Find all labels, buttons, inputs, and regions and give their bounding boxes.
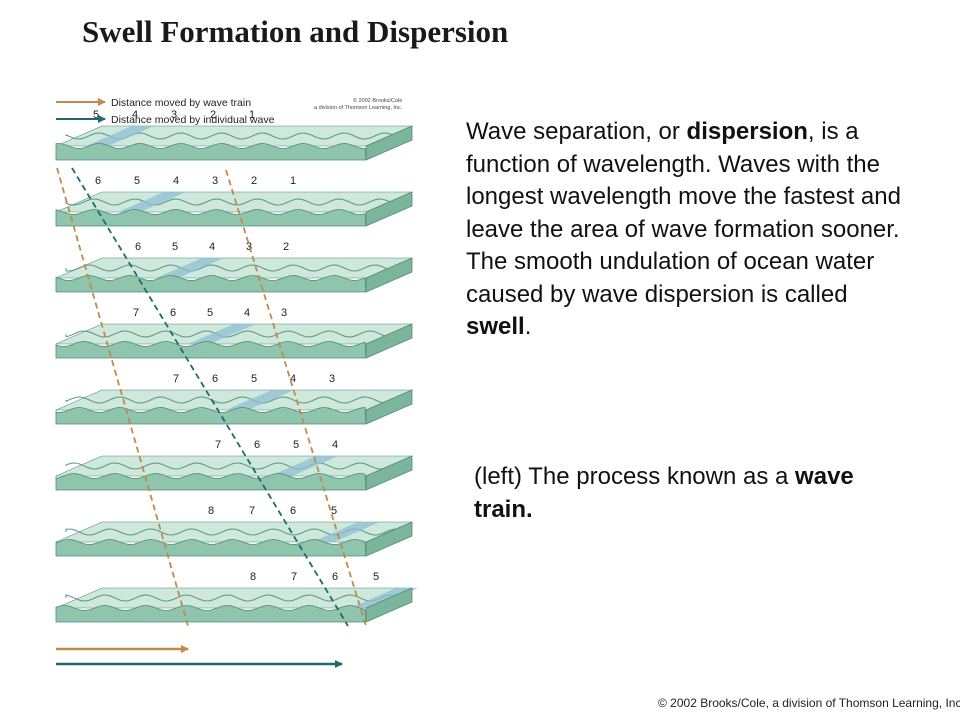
slab-side xyxy=(365,191,413,227)
highlighted-wave xyxy=(86,126,154,146)
highlighted-wave xyxy=(312,522,380,542)
wave-number-label: 7 xyxy=(249,505,255,517)
paths-layer xyxy=(56,167,367,627)
wave-surface xyxy=(65,198,402,206)
wave-number-label: 6 xyxy=(212,373,218,385)
wave-number-label: 4 xyxy=(173,175,179,187)
slab-front xyxy=(55,605,367,623)
wave-number-label: 1 xyxy=(249,109,255,121)
wave-train-diagram: Distance moved by wave train Distance mo… xyxy=(55,97,418,668)
wave-number-label: 7 xyxy=(173,373,179,385)
slide-title: Swell Formation and Dispersion xyxy=(82,14,509,49)
wave-number-label: 7 xyxy=(291,571,297,583)
wave-number-label: 5 xyxy=(373,571,379,583)
panel-1: 5 4 3 2 1 xyxy=(55,109,413,161)
paragraph-text: . xyxy=(524,313,532,340)
wave-number-label: 4 xyxy=(209,241,215,253)
slab-top xyxy=(55,191,413,213)
highlighted-wave xyxy=(270,456,338,476)
slab-top xyxy=(55,257,413,279)
panel-4: 7 6 5 4 3 xyxy=(55,307,413,359)
wave-surface xyxy=(65,462,402,470)
caption-text: (left) The process known as a xyxy=(474,463,796,490)
wave-number-label: 5 xyxy=(207,307,213,319)
legend-individual-label: Distance moved by individual wave xyxy=(111,114,275,126)
highlighted-wave xyxy=(156,258,224,278)
footer-copyright: © 2002 Brooks/Cole, a division of Thomso… xyxy=(658,696,960,710)
term-dispersion: dispersion xyxy=(686,118,808,145)
dispersion-paragraph: Wave separation, or dispersion, is a fun… xyxy=(466,116,916,344)
slab-front xyxy=(55,275,367,293)
wave-surface xyxy=(65,264,403,272)
wave-number-label: 6 xyxy=(332,571,338,583)
slab-front xyxy=(55,209,367,227)
wave-surface xyxy=(65,396,403,404)
wave-number-label: 6 xyxy=(290,505,296,517)
highlighted-wave xyxy=(226,390,294,410)
slab-side xyxy=(365,257,413,293)
term-wave-train: wave train. xyxy=(474,463,854,523)
slab-side xyxy=(365,455,413,491)
wave-number-label: 5 xyxy=(293,439,299,451)
wave-number-label: 3 xyxy=(171,109,177,121)
wave-number-label: 4 xyxy=(244,307,250,319)
wave-number-label: 3 xyxy=(281,307,287,319)
slab-front xyxy=(55,539,367,557)
term-swell: swell xyxy=(466,313,525,340)
paragraph-text: Wave separation, or xyxy=(466,118,687,145)
panel-7: 8 7 6 5 xyxy=(55,505,413,557)
slab-side xyxy=(365,521,413,557)
wave-number-label: 8 xyxy=(250,571,256,583)
wave-number-label: 2 xyxy=(251,175,257,187)
wave-number-label: 7 xyxy=(133,307,139,319)
slab-front xyxy=(55,407,367,425)
wave-surface xyxy=(65,330,403,338)
diagram-credit-line-1: © 2002 Brooks/Cole xyxy=(353,97,402,104)
wave-number-label: 3 xyxy=(212,175,218,187)
caption-paragraph: (left) The process known as a wave train… xyxy=(474,461,914,526)
panel-6: 7 6 5 4 xyxy=(55,439,413,491)
wave-number-label: 1 xyxy=(290,175,296,187)
panel-8: 8 7 6 5 xyxy=(55,571,418,623)
wave-number-label: 4 xyxy=(290,373,296,385)
individual-dashed-path xyxy=(71,167,349,627)
panels-layer: 54321654321654327654376543765487658765 xyxy=(55,109,418,623)
wave-number-label: 6 xyxy=(170,307,176,319)
slab-front xyxy=(55,341,367,359)
legend-train-label: Distance moved by wave train xyxy=(111,97,251,109)
highlighted-wave xyxy=(188,324,256,344)
wave-number-label: 5 xyxy=(331,505,337,517)
wave-number-label: 2 xyxy=(283,241,289,253)
wave-number-label: 6 xyxy=(254,439,260,451)
slab-top xyxy=(55,455,413,477)
legend: Distance moved by wave train Distance mo… xyxy=(56,97,275,126)
panel-2: 6 5 4 3 2 1 xyxy=(55,175,413,227)
paragraph-text: , is a function of wavelength. Waves wit… xyxy=(466,118,901,308)
diagram-credit-line-2: a division of Thomson Learning, Inc. xyxy=(314,105,403,111)
wave-number-label: 5 xyxy=(93,109,99,121)
slab-front xyxy=(55,473,367,491)
wave-number-label: 8 xyxy=(208,505,214,517)
wave-number-label: 6 xyxy=(95,175,101,187)
slab-side xyxy=(365,587,413,623)
slab-side xyxy=(365,323,413,359)
slab-side xyxy=(365,389,413,425)
wave-number-label: 3 xyxy=(329,373,335,385)
wave-number-label: 2 xyxy=(210,109,216,121)
wave-number-label: 4 xyxy=(332,439,338,451)
wave-number-label: 7 xyxy=(215,439,221,451)
wave-number-label: 6 xyxy=(135,241,141,253)
wave-number-label: 5 xyxy=(172,241,178,253)
wave-surface xyxy=(65,594,403,602)
panel-5: 7 6 5 4 3 xyxy=(55,373,413,425)
slab-front xyxy=(55,143,367,161)
wave-number-label: 5 xyxy=(251,373,257,385)
wave-number-label: 5 xyxy=(134,175,140,187)
slab-side xyxy=(365,125,413,161)
wave-number-label: 4 xyxy=(132,109,138,121)
highlighted-wave xyxy=(118,192,186,212)
